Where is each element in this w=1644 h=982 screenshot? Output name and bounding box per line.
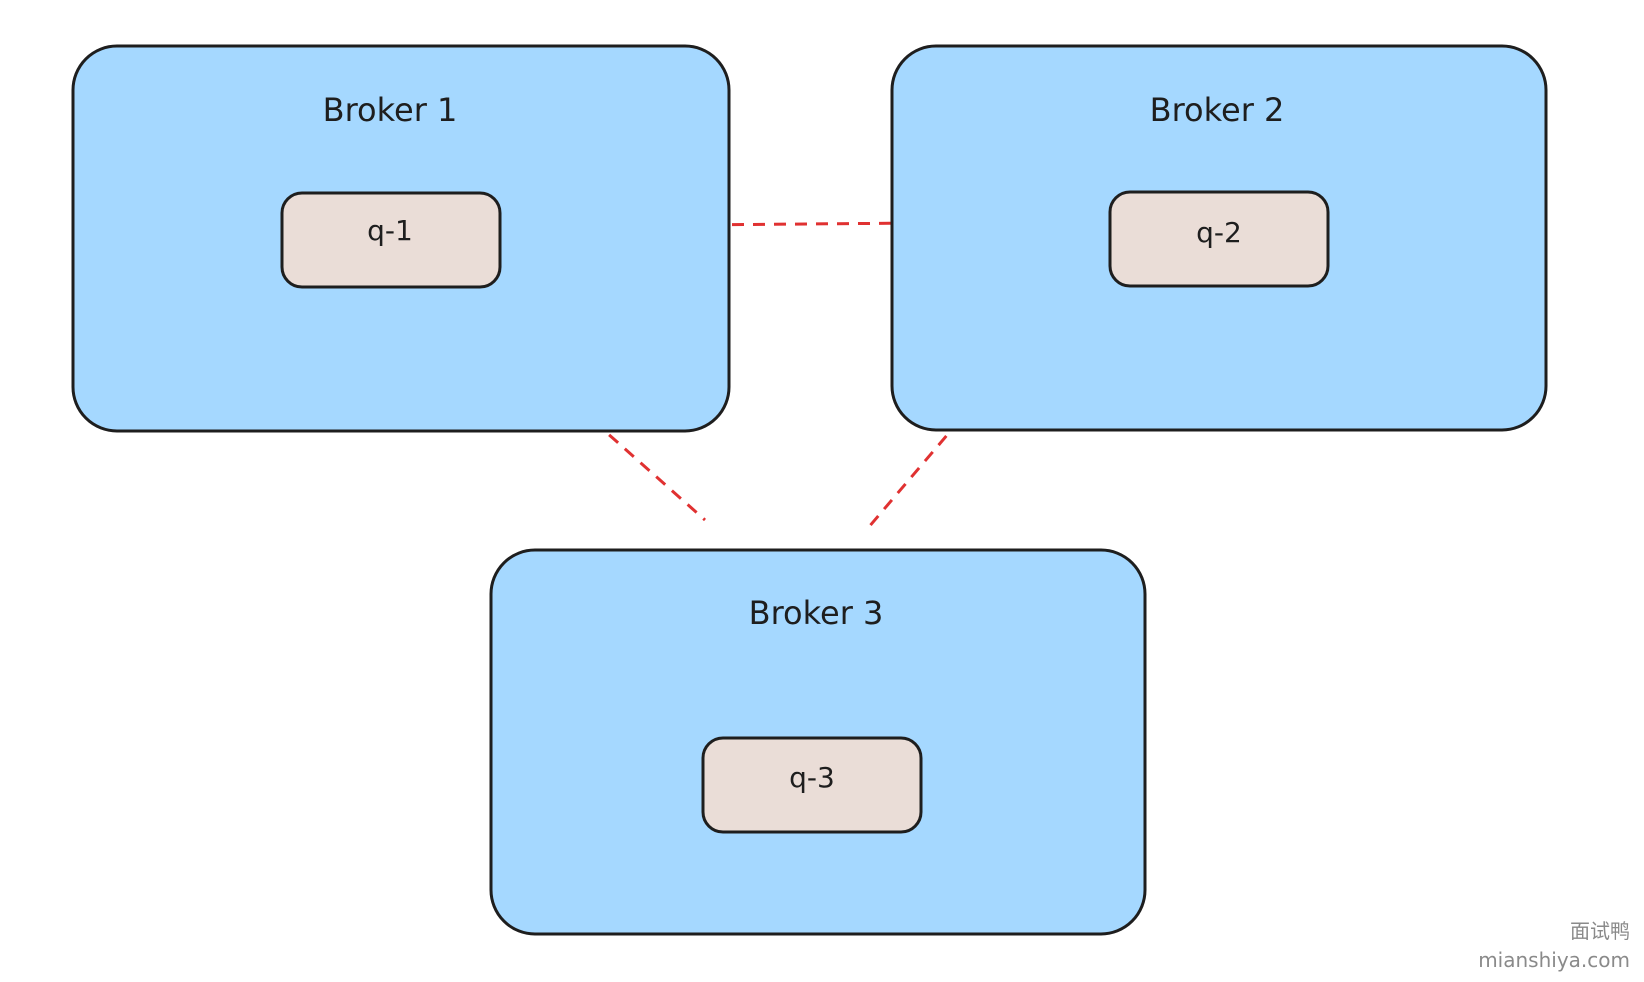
- queue-q3-box: [701, 736, 923, 834]
- broker-1: Broker 1 q-1: [71, 44, 731, 433]
- broker-3-title: Broker 3: [749, 594, 884, 632]
- queue-q1-label: q-1: [367, 214, 413, 247]
- broker-2-title: Broker 2: [1150, 91, 1285, 129]
- broker-1-title: Broker 1: [323, 91, 458, 129]
- queue-q1: q-1: [280, 191, 502, 289]
- broker-2: Broker 2 q-2: [890, 44, 1548, 432]
- queue-q2: q-2: [1108, 190, 1330, 288]
- queue-q3-label: q-3: [789, 761, 835, 794]
- watermark-cn: 面试鸭: [1570, 919, 1630, 943]
- link-broker1-broker2: [689, 221, 923, 227]
- broker-3: Broker 3 q-3: [489, 548, 1147, 936]
- queue-q1-box: [280, 191, 502, 289]
- queue-q2-label: q-2: [1196, 216, 1242, 249]
- queue-q2-box: [1108, 190, 1330, 288]
- queue-q3: q-3: [701, 736, 923, 834]
- watermark-url: mianshiya.com: [1478, 948, 1630, 972]
